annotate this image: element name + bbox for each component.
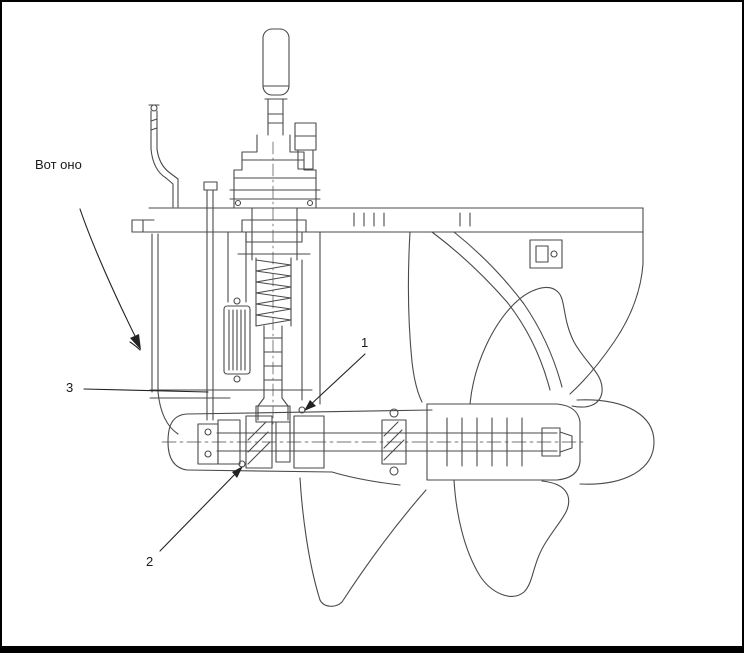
left-link-rod: [148, 104, 179, 208]
callout-2-leader: [159, 468, 241, 552]
ribbed-plate: [223, 231, 251, 383]
upper-housing: [229, 134, 321, 209]
callout-3-label: 3: [66, 380, 74, 395]
skeg: [299, 471, 427, 607]
callout-3-leader: [83, 388, 209, 393]
callout-1-label: 1: [361, 335, 369, 350]
driveshaft-assembly: [237, 141, 311, 427]
callout-2-label: 2: [146, 554, 154, 569]
leading-edge-and-shift-rod: [151, 181, 218, 421]
annotation-note: Вот оно: [35, 157, 82, 172]
note-arrow: [79, 208, 141, 351]
propeller: [426, 287, 655, 597]
midsection-deck: [131, 207, 644, 269]
callout-1-leader: [306, 353, 366, 409]
callout-leaders: [83, 353, 366, 552]
prop-shaft-assembly: [161, 406, 588, 476]
exhaust-housing-curves: [301, 231, 644, 405]
